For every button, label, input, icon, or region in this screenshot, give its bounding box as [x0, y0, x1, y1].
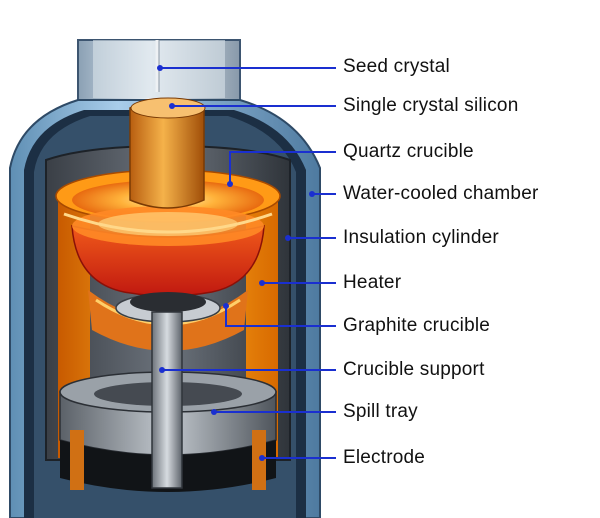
dot-quartz-crucible: [227, 181, 233, 187]
dot-single-crystal-silicon: [169, 103, 175, 109]
dot-seed-crystal: [157, 65, 163, 71]
label-quartz-crucible: Quartz crucible: [343, 141, 474, 162]
dot-spill-tray: [211, 409, 217, 415]
dot-crucible-support: [159, 367, 165, 373]
crucible-base: [115, 292, 221, 323]
dot-insulation-cylinder: [285, 235, 291, 241]
electrodes: [70, 430, 266, 490]
leader-graphite-crucible: [225, 306, 336, 327]
label-insulation-cylinder: Insulation cylinder: [343, 227, 499, 248]
dot-heater: [259, 280, 265, 286]
crucible-support: [151, 311, 183, 489]
leader-dots: [157, 65, 315, 461]
dot-water-cooled-chamber: [309, 191, 315, 197]
leader-quartz-crucible: [229, 151, 336, 184]
dot-graphite-crucible: [223, 303, 229, 309]
label-crucible-support: Crucible support: [343, 359, 485, 380]
label-water-cooled-chamber: Water-cooled chamber: [343, 183, 539, 204]
label-spill-tray: Spill tray: [343, 401, 418, 422]
label-electrode: Electrode: [343, 447, 426, 468]
label-seed-crystal: Seed crystal: [343, 56, 450, 77]
label-graphite-crucible: Graphite crucible: [343, 315, 491, 336]
label-heater: Heater: [343, 272, 402, 293]
silicon-melt: [71, 206, 265, 297]
quartz-crucible: [63, 212, 273, 234]
leader-lines: [160, 67, 336, 459]
dot-electrode: [259, 455, 265, 461]
single-crystal-silicon: [129, 97, 206, 209]
label-single-crystal-silicon: Single crystal silicon: [343, 95, 519, 116]
